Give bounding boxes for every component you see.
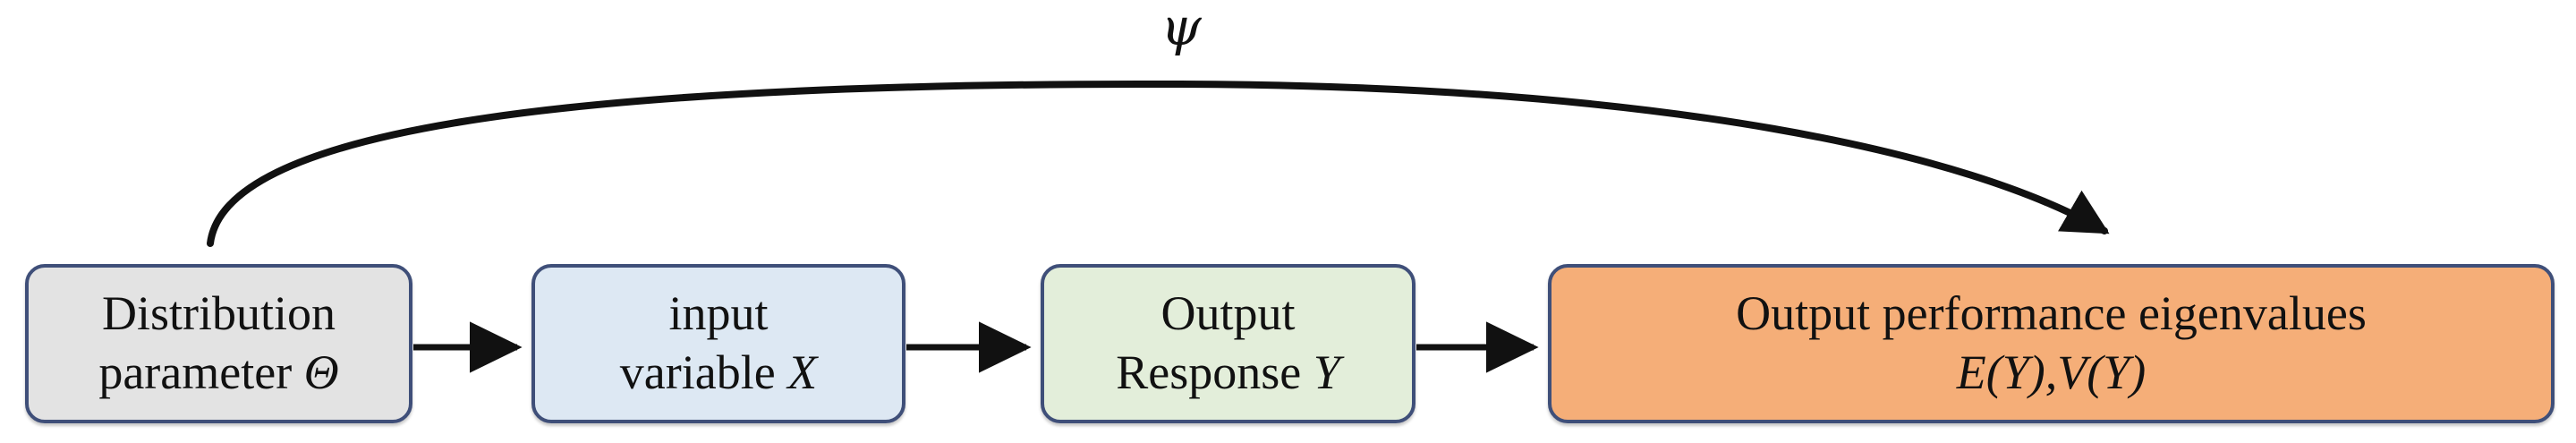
- node-distribution-parameter[interactable]: Distribution parameter Θ: [25, 264, 412, 423]
- node-line-2: variable X: [619, 345, 818, 399]
- node-line-1: Distribution: [101, 286, 336, 341]
- math-variable: X: [787, 345, 818, 399]
- node-line-2: parameter Θ: [98, 345, 339, 399]
- connector-arrow-psi: [207, 80, 2110, 247]
- node-line-1: Output: [1160, 286, 1296, 341]
- node-line-1: Output performance eigenvalues: [1736, 286, 2367, 341]
- math-variable: Y: [1313, 345, 1340, 399]
- node-line-2: E(Y),V(Y): [1956, 345, 2147, 399]
- psi-symbol-label: ψ: [1160, 0, 1202, 57]
- node-output-performance-eigenvalues[interactable]: Output performance eigenvalues E(Y),V(Y): [1548, 264, 2555, 423]
- node-line-2: Response Y: [1116, 345, 1340, 399]
- node-line-1: input: [668, 286, 769, 341]
- node-output-response[interactable]: Output Response Y: [1041, 264, 1416, 423]
- node-input-variable[interactable]: input variable X: [531, 264, 905, 423]
- math-variable: Θ: [303, 345, 339, 399]
